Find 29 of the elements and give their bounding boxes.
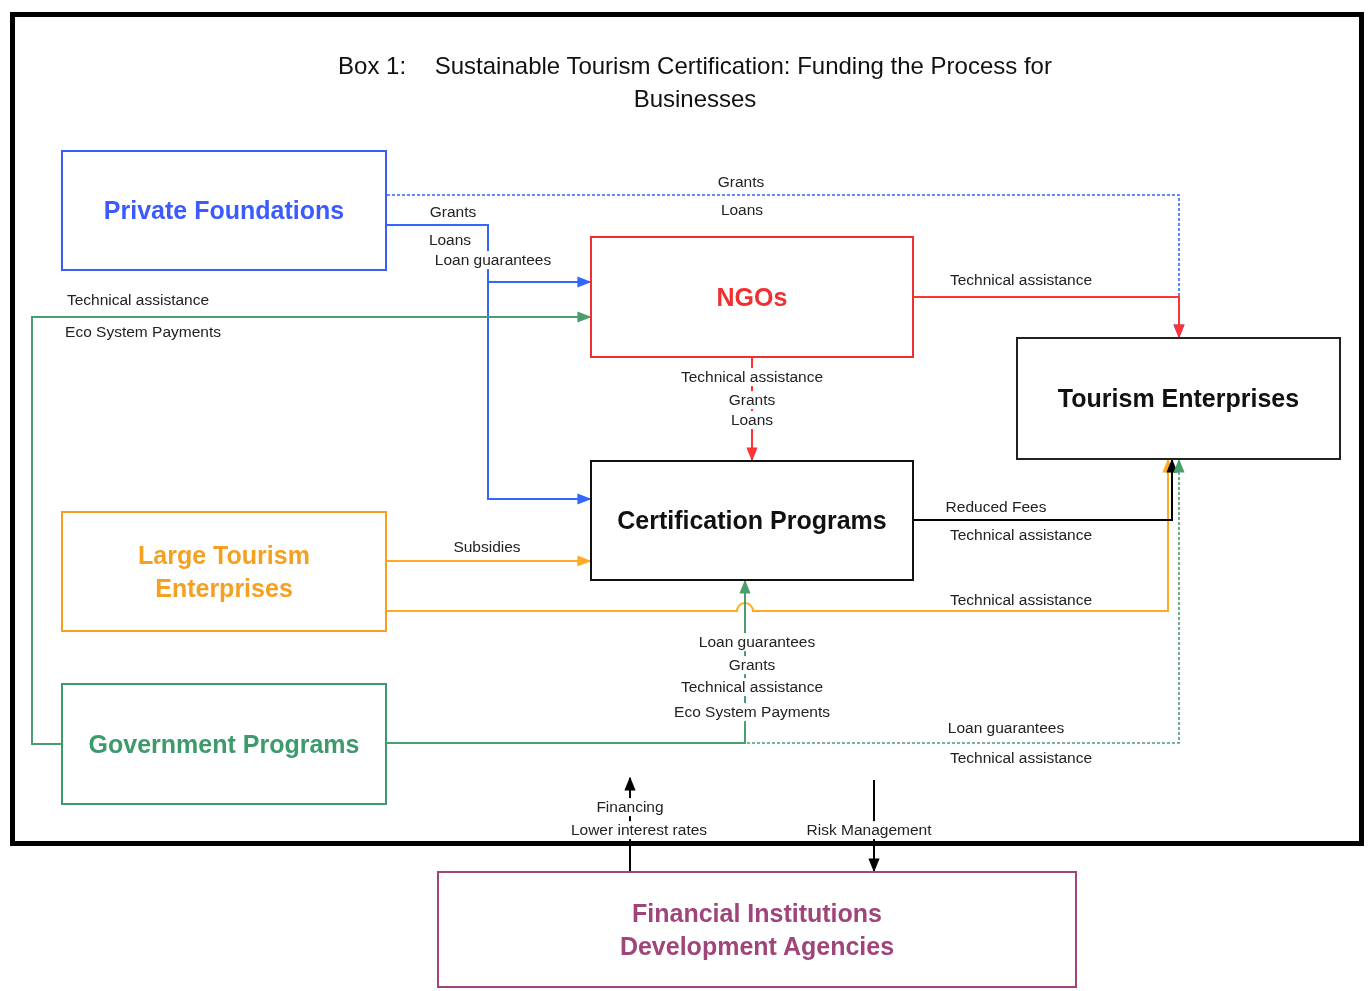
- process-box: [437, 871, 1077, 988]
- node-label: Large Tourism Enterprises: [137, 540, 311, 604]
- frame-box: [10, 12, 1364, 846]
- node-label: Tourism Enterprises: [1057, 383, 1300, 415]
- flow-label: Technical assistance: [678, 678, 826, 696]
- title-text: Box 1:: [338, 52, 407, 79]
- arrow: [386, 555, 592, 567]
- node-label: Financial Institutions Development Agencies: [618, 898, 896, 962]
- node-label: Private Foundations: [103, 195, 345, 227]
- edge-label: Technical assistance: [678, 368, 826, 386]
- node-label: Certification Programs: [617, 505, 887, 537]
- process-box: [1016, 337, 1341, 460]
- arrow: [913, 458, 1178, 521]
- arrow: [31, 311, 592, 745]
- node-label: Government Programs: [88, 728, 360, 760]
- arrow: [386, 458, 1185, 744]
- process-box: [590, 236, 914, 358]
- process-box: [61, 511, 387, 632]
- title-text: Sustainable Tourism Certification: Funding the Process for Businesses: [434, 52, 1052, 112]
- process-box: [61, 150, 387, 271]
- node-label: NGOs: [716, 281, 788, 313]
- edge-label: Financing: [594, 798, 666, 816]
- process-box: [590, 460, 914, 581]
- flow-label: Eco System Payments: [672, 703, 832, 721]
- edge-label: Risk Management: [804, 821, 934, 839]
- process-box: [61, 683, 387, 805]
- arrow: [913, 296, 1185, 339]
- flow-label: Grants: [726, 656, 778, 674]
- flow-label: Grants: [726, 391, 778, 409]
